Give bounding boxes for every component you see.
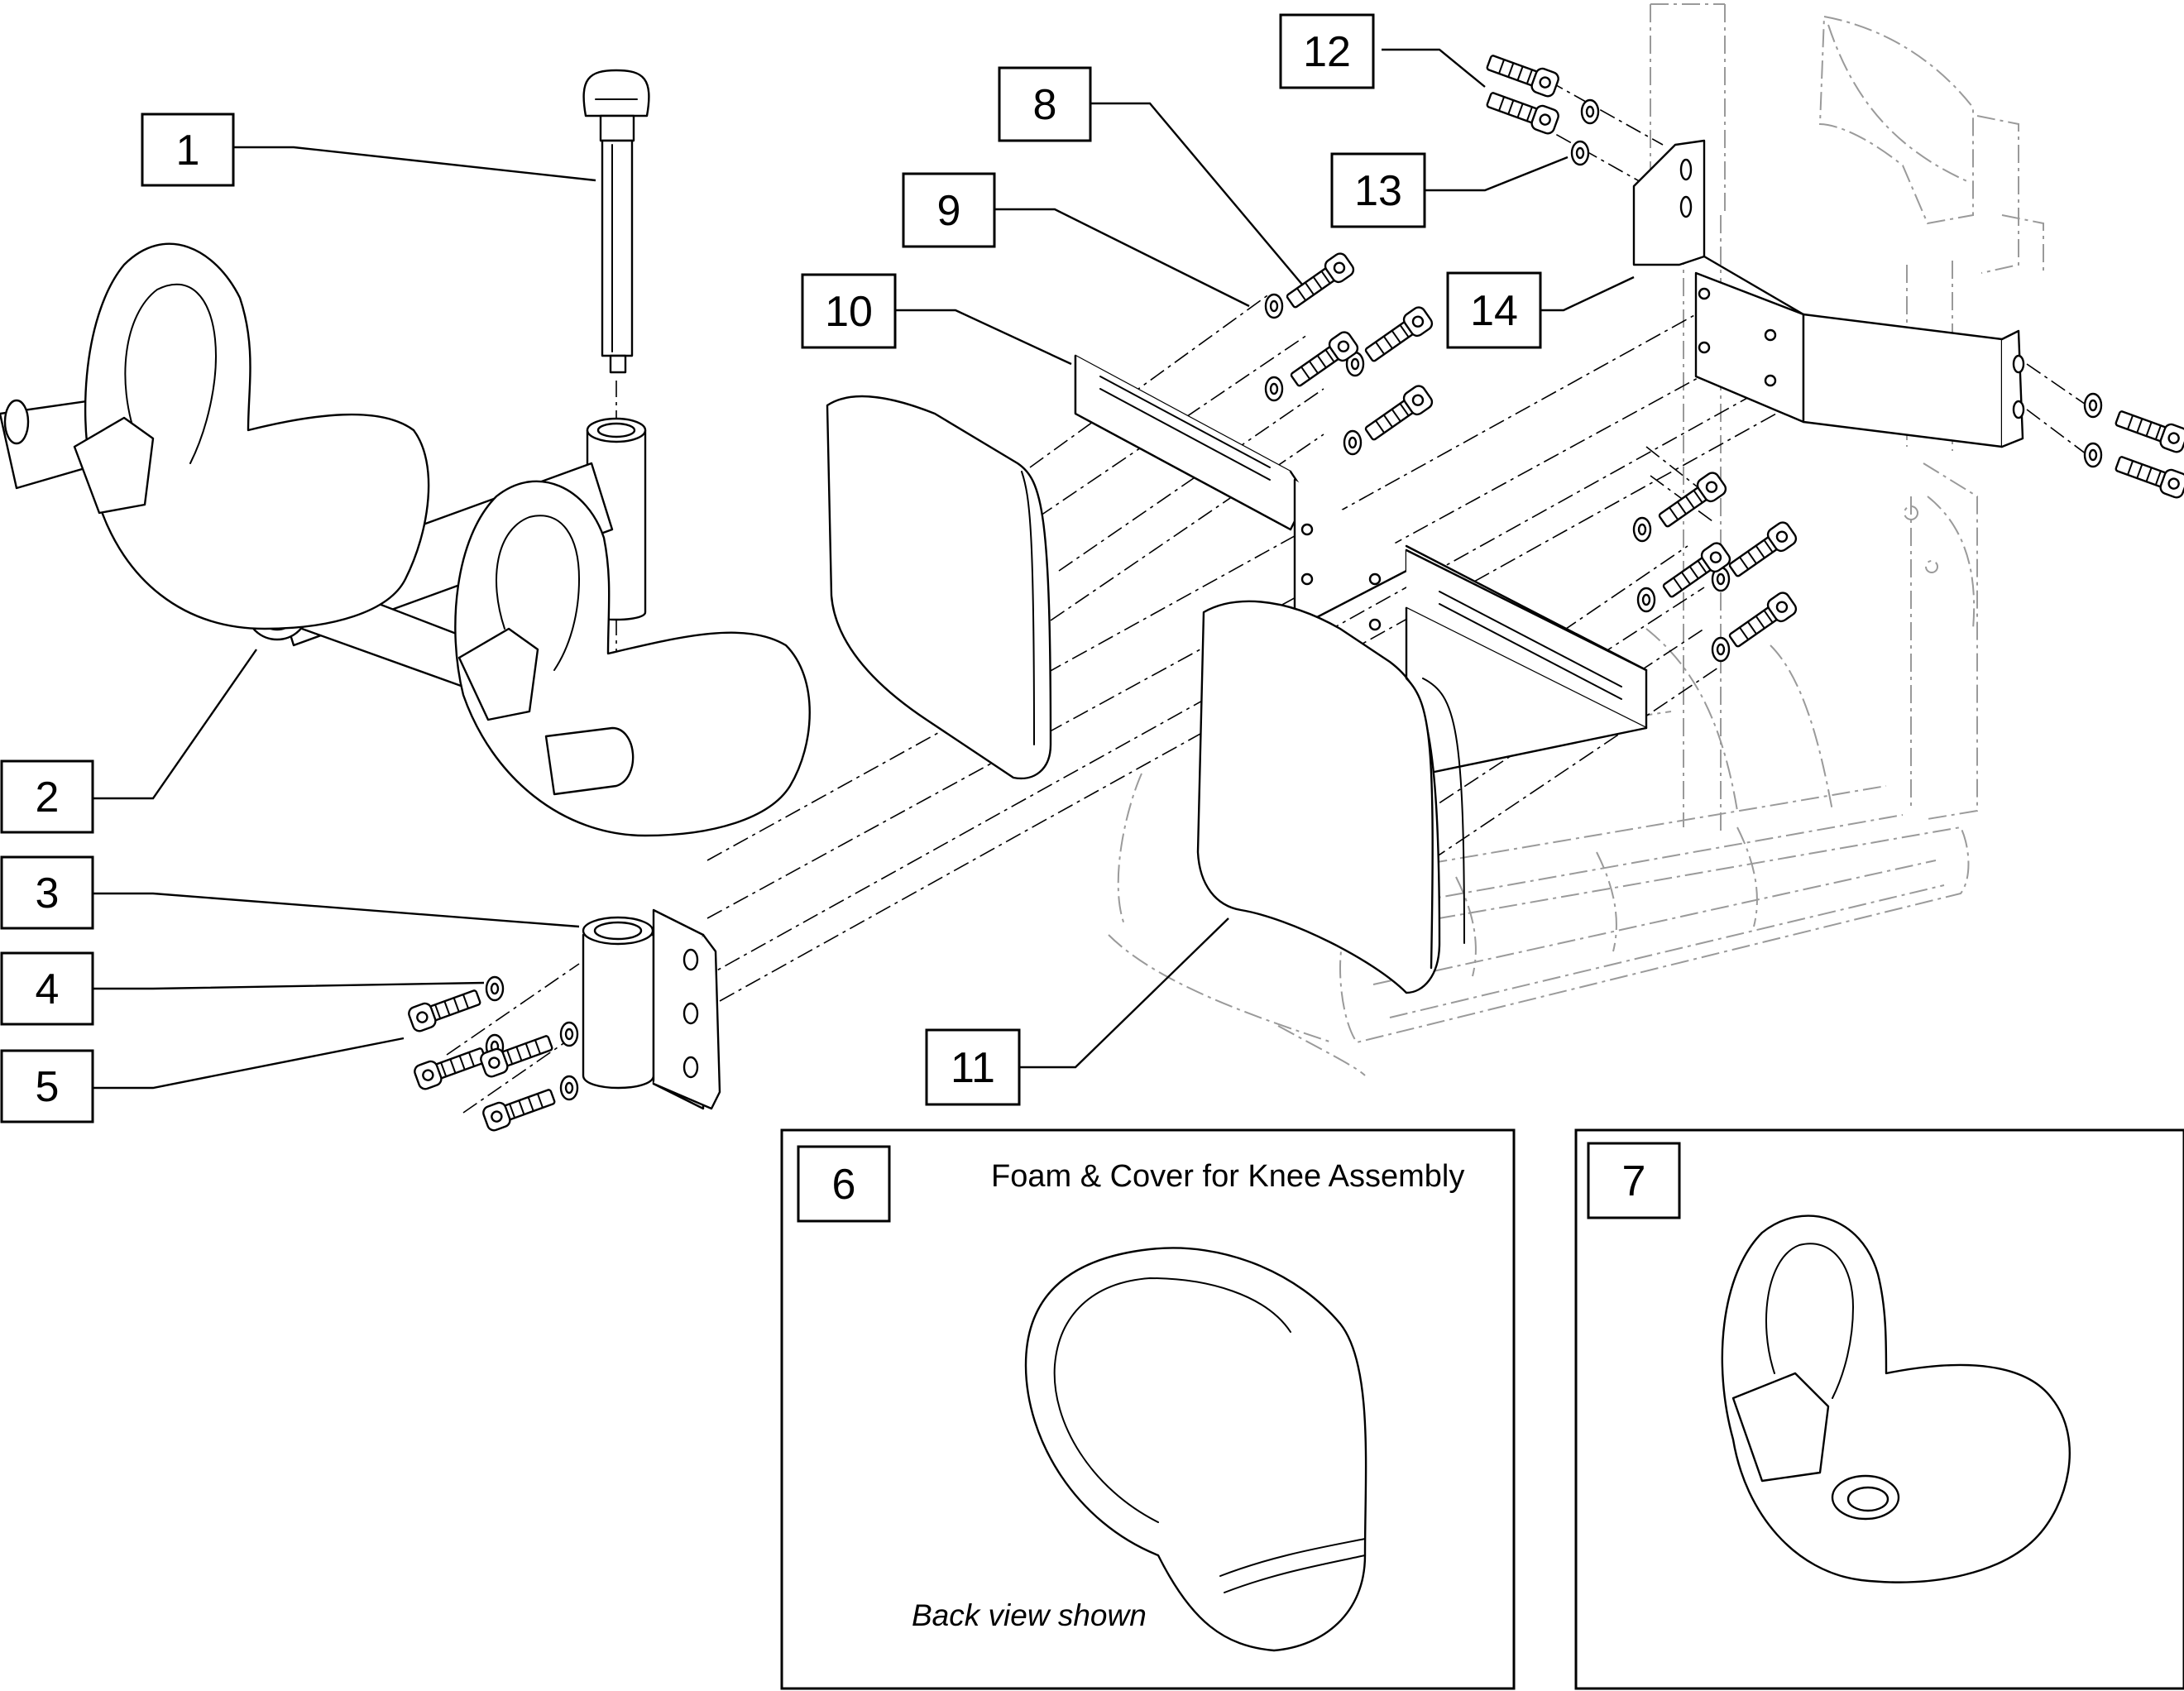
callout-14: 14 [1446,271,1542,349]
callout-label: 3 [36,869,60,917]
callout-label: 5 [36,1063,60,1111]
leader-lines [93,48,1635,1090]
inset-6-title: Foam & Cover for Knee Assembly [991,1159,1464,1194]
callout-3: 3 [0,855,94,930]
receiver-bracket [582,908,721,1110]
callout-label: 13 [1354,167,1402,215]
inset-6-note: Back view shown [912,1598,1147,1632]
callout-2: 2 [0,759,94,834]
callout-5: 5 [0,1049,94,1123]
callout-8: 8 [998,66,1092,142]
callout-7: 7 [1587,1142,1681,1219]
mounting-bracket [1632,139,2025,448]
inset-foam-cover [780,1128,1516,1690]
callout-11: 11 [925,1028,1021,1106]
callout-label: 12 [1303,28,1351,76]
callout-label: 8 [1033,81,1057,129]
callout-9: 9 [902,172,996,248]
quick-release-pin [582,69,650,374]
callout-label: 4 [36,965,60,1013]
callout-label: 6 [832,1161,856,1209]
callout-4: 4 [0,951,94,1026]
callout-label: 2 [36,774,60,822]
callout-10: 10 [801,273,897,349]
callout-13: 13 [1330,152,1426,228]
inset-knee-cup [1574,1128,2184,1690]
callout-label: 7 [1622,1157,1646,1205]
knee-hanger-assembly [0,242,811,837]
knee-bracket-fasteners [1264,250,1436,456]
callout-label: 1 [176,127,200,175]
callout-1: 1 [141,113,235,187]
callout-label: 11 [951,1044,995,1092]
callout-label: 10 [825,288,873,336]
knee-pads [826,395,1465,994]
receiver-fasteners [405,975,579,1133]
callout-12: 12 [1279,13,1375,89]
callout-6: 6 [797,1145,891,1223]
callout-label: 14 [1470,287,1518,335]
ghost-frame [1108,3,2044,1076]
callout-label: 9 [937,187,961,235]
